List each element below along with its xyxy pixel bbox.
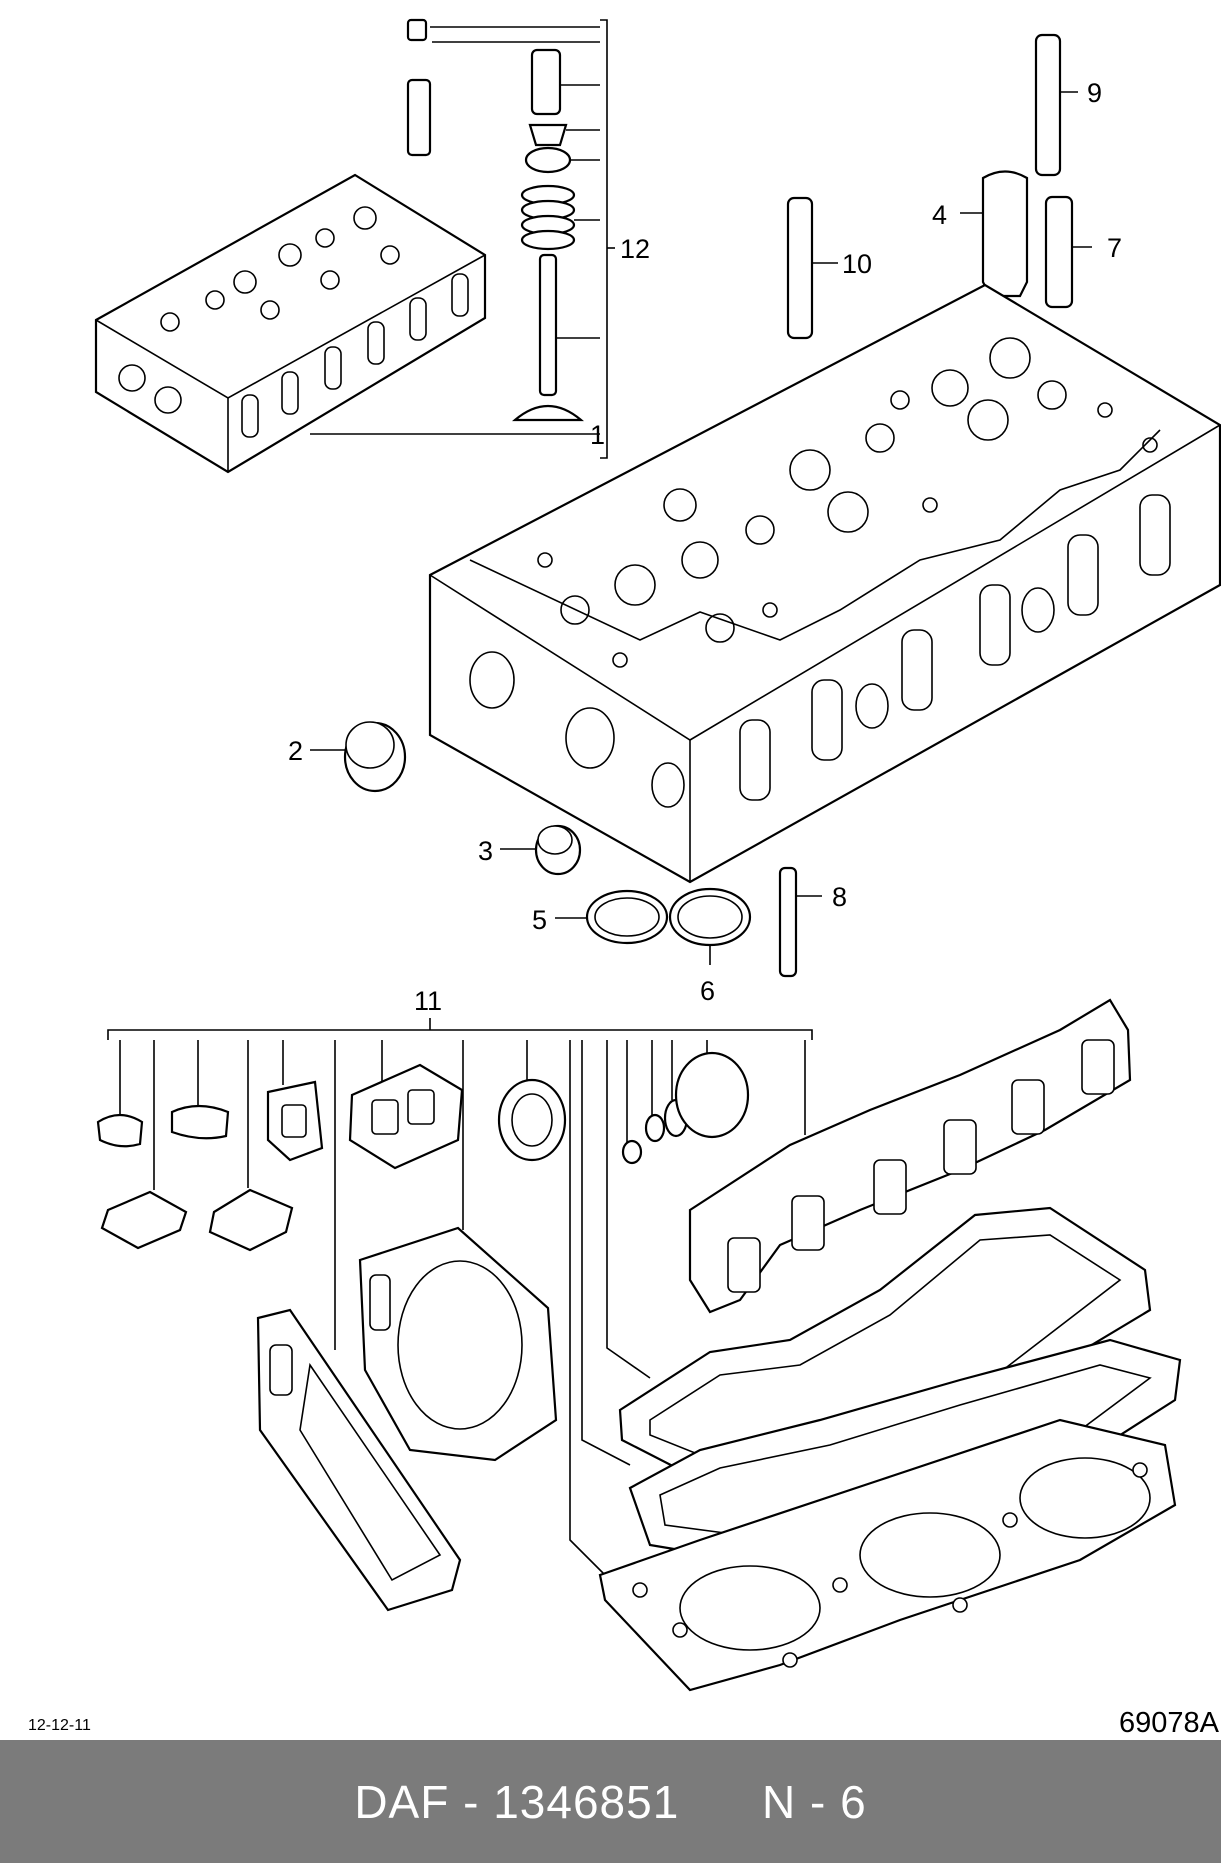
- valve-train-parts: [406, 18, 584, 422]
- callout-10: 10: [842, 249, 872, 279]
- o-ring-6: [668, 887, 752, 947]
- pin-8: [778, 866, 798, 978]
- callout-12: 12: [620, 234, 650, 264]
- callout-11: 11: [414, 986, 442, 1016]
- o-ring-5: [585, 889, 669, 945]
- leaders-11: [119, 1040, 806, 1596]
- callout-3: 3: [478, 836, 493, 866]
- manifold-gasket: [688, 998, 1132, 1314]
- cover-gaskets: [256, 1226, 558, 1612]
- cylinder-head-small: [94, 173, 487, 474]
- callout-6: 6: [700, 976, 715, 1006]
- bracket-12: [600, 19, 608, 459]
- cylinder-head-large: [428, 283, 1221, 884]
- footer-bar: DAF - 1346851 N - 6: [0, 1740, 1221, 1863]
- pin-9: [1034, 33, 1062, 177]
- head-gasket: [598, 1418, 1177, 1692]
- callout-1: 1: [590, 420, 605, 450]
- footer-brand: DAF: [354, 1775, 450, 1828]
- callout-5: 5: [532, 905, 547, 935]
- pin-7: [1044, 195, 1074, 309]
- seal-2: [343, 721, 407, 793]
- callout-9: 9: [1087, 78, 1102, 108]
- callout-8: 8: [832, 882, 847, 912]
- footer-separator: -: [463, 1775, 480, 1828]
- small-gaskets: [96, 1051, 750, 1252]
- leaders-12: [430, 26, 615, 339]
- exploded-parts-diagram: 1 2 3 4 5 6 7 8 9 10 11 12: [94, 18, 1221, 1692]
- drawing-number: 69078A: [1119, 1707, 1219, 1739]
- date-code: 12-12-11: [28, 1717, 91, 1734]
- bracket-11: [107, 1029, 813, 1040]
- pin-10: [786, 196, 814, 340]
- callout-4: 4: [932, 200, 947, 230]
- footer-sheet: N - 6: [761, 1775, 867, 1828]
- seal-3: [534, 824, 582, 876]
- callout-labels: 1 2 3 4 5 6 7 8 9 10 11 12: [288, 78, 1122, 1016]
- callout-2: 2: [288, 736, 303, 766]
- sleeve-4: [981, 170, 1029, 298]
- callout-7: 7: [1107, 233, 1122, 263]
- footer-part-number: 1346851: [493, 1775, 680, 1828]
